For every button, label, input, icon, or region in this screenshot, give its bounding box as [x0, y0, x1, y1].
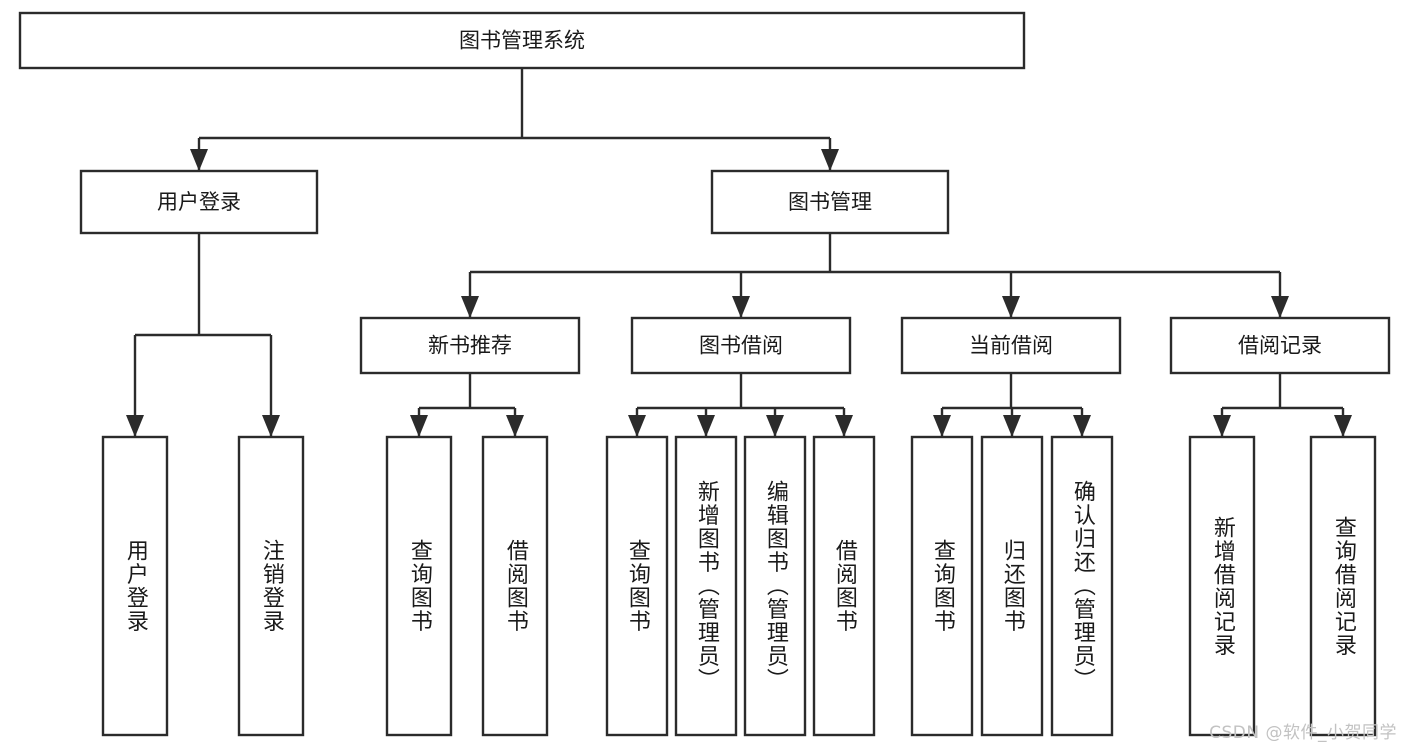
- leaf-查询图书[interactable]: [910, 435, 974, 737]
- leaf-归还图书[interactable]: [980, 435, 1044, 737]
- l1-图书管理-arrow-2: [1002, 296, 1020, 318]
- root-arrow-1: [821, 149, 839, 171]
- l2-图书借阅-arrow-0: [628, 415, 646, 437]
- node-label-新书推荐: 新书推荐: [428, 334, 512, 358]
- root-arrow-0: [190, 149, 208, 171]
- node-label-用户登录: 用户登录: [157, 190, 241, 214]
- nodes-layer: [18, 11, 1391, 737]
- node-label-图书管理: 图书管理: [788, 190, 872, 214]
- l2-当前借阅-arrow-1: [1003, 415, 1021, 437]
- leaf-查询借阅记录[interactable]: [1309, 435, 1377, 737]
- l2-当前借阅-arrow-2: [1073, 415, 1091, 437]
- l1-图书管理-arrow-3: [1271, 296, 1289, 318]
- l2-新书推荐-arrow-0: [410, 415, 428, 437]
- l2-当前借阅-arrow-0: [933, 415, 951, 437]
- node-label-root: 图书管理系统: [459, 29, 585, 53]
- leaf-确认归还管理员[interactable]: [1050, 435, 1114, 737]
- leaf-用户登录[interactable]: [101, 435, 169, 737]
- node-label-借阅记录: 借阅记录: [1238, 334, 1322, 358]
- node-label-当前借阅: 当前借阅: [969, 334, 1053, 358]
- l1-用户登录-arrow-0: [126, 415, 144, 437]
- connectors-layer: [126, 68, 1352, 437]
- l2-图书借阅-arrow-1: [697, 415, 715, 437]
- leaf-新增借阅记录[interactable]: [1188, 435, 1256, 737]
- l2-借阅记录-arrow-0: [1213, 415, 1231, 437]
- l1-用户登录-arrow-1: [262, 415, 280, 437]
- node-图书借阅[interactable]: [630, 316, 852, 375]
- leaf-新增图书管理员[interactable]: [674, 435, 738, 737]
- node-新书推荐[interactable]: [359, 316, 581, 375]
- l1-图书管理-arrow-1: [732, 296, 750, 318]
- leaf-查询图书[interactable]: [605, 435, 669, 737]
- leaf-借阅图书[interactable]: [481, 435, 549, 737]
- leaf-编辑图书管理员[interactable]: [743, 435, 807, 737]
- node-当前借阅[interactable]: [900, 316, 1122, 375]
- l2-借阅记录-arrow-1: [1334, 415, 1352, 437]
- l1-图书管理-arrow-0: [461, 296, 479, 318]
- csdn-watermark: CSDN @软件_小贺同学: [1209, 723, 1397, 743]
- leaf-查询图书[interactable]: [385, 435, 453, 737]
- l2-图书借阅-arrow-3: [835, 415, 853, 437]
- node-借阅记录[interactable]: [1169, 316, 1391, 375]
- node-label-图书借阅: 图书借阅: [699, 334, 783, 358]
- leaf-借阅图书[interactable]: [812, 435, 876, 737]
- node-用户登录[interactable]: [79, 169, 319, 235]
- leaf-注销登录[interactable]: [237, 435, 305, 737]
- l2-新书推荐-arrow-1: [506, 415, 524, 437]
- node-root-图书管理系统[interactable]: [18, 11, 1026, 70]
- node-图书管理[interactable]: [710, 169, 950, 235]
- l2-图书借阅-arrow-2: [766, 415, 784, 437]
